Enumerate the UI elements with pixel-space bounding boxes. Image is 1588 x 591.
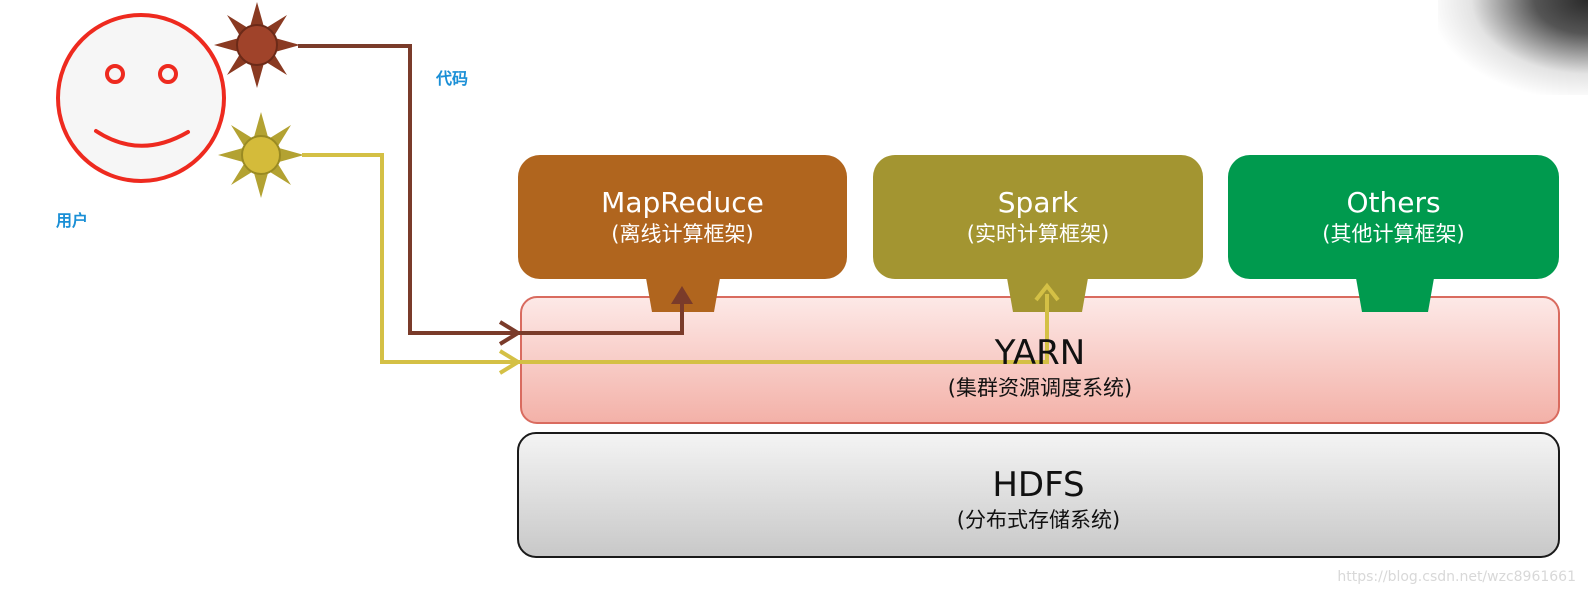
framework-spark: Spark (实时计算框架) (873, 155, 1203, 279)
yellow-flow-arrow (302, 153, 1049, 375)
framework-others: Others (其他计算框架) (1228, 155, 1559, 279)
watermark: https://blog.csdn.net/wzc8961661 (1337, 569, 1576, 585)
hdfs-layer: HDFS (分布式存储系统) (518, 450, 1559, 550)
yellow-arrow-head-up (1034, 282, 1060, 302)
yarn-title: YARN (994, 333, 1086, 373)
code-sun-brown-icon (214, 2, 300, 88)
user-face-icon (56, 13, 226, 183)
brown-flow-arrow (298, 44, 684, 346)
corner-shadow (1438, 0, 1588, 95)
framework-others-shape (1228, 155, 1559, 312)
user-label: 用户 (56, 211, 89, 230)
yarn-desc: (集群资源调度系统) (947, 376, 1133, 400)
framework-title: Spark (997, 186, 1079, 219)
brown-arrow-head-up (671, 286, 693, 304)
framework-title: MapReduce (601, 186, 764, 219)
framework-mapreduce-shape (518, 155, 847, 312)
hdfs-title: HDFS (992, 465, 1085, 505)
hdfs-desc: (分布式存储系统) (956, 508, 1121, 532)
framework-mapreduce: MapReduce (离线计算框架) (518, 155, 847, 279)
code-label: 代码 (436, 69, 469, 88)
hdfs-box (517, 432, 1560, 558)
framework-spark-shape (873, 155, 1203, 312)
framework-desc: (离线计算框架) (611, 222, 754, 246)
framework-desc: (实时计算框架) (966, 222, 1110, 246)
framework-title: Others (1346, 186, 1441, 219)
code-sun-yellow-icon (218, 112, 304, 198)
yarn-layer: YARN (集群资源调度系统) (521, 318, 1559, 418)
framework-desc: (其他计算框架) (1322, 222, 1465, 246)
